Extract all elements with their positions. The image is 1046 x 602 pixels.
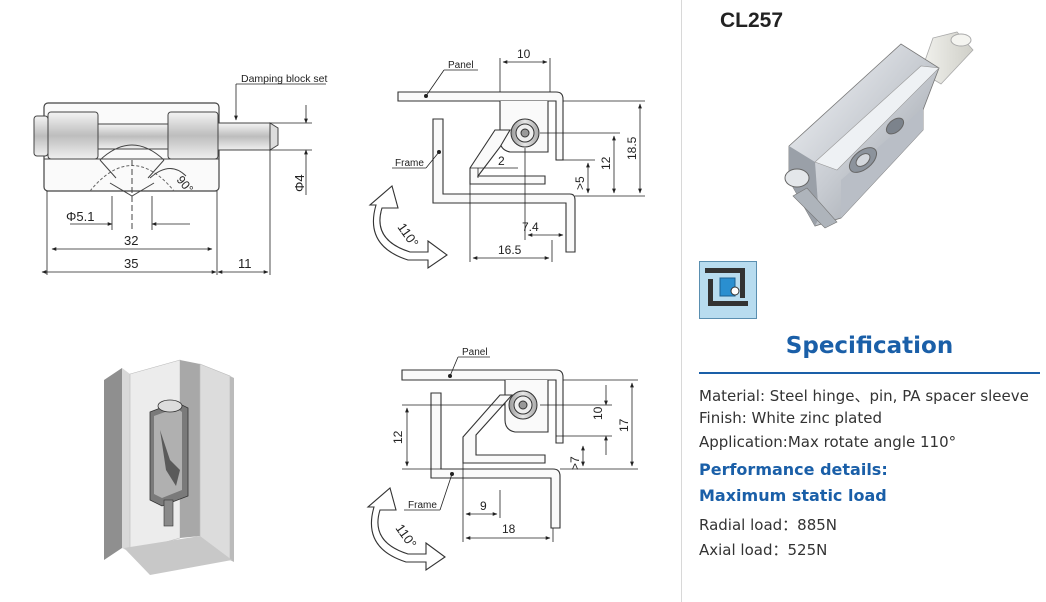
dim-phi51: Φ5.1 bbox=[66, 209, 94, 224]
top-dim-2: 2 bbox=[498, 154, 505, 168]
bottom-dim-12: 12 bbox=[391, 430, 405, 444]
top-frame-label: Frame bbox=[395, 158, 424, 169]
top-dim-5: >5 bbox=[573, 176, 587, 190]
top-angle-label: 110° bbox=[395, 220, 422, 250]
dim-35: 35 bbox=[124, 256, 138, 271]
dim-11: 11 bbox=[238, 256, 252, 271]
product-code: CL257 bbox=[720, 9, 784, 32]
spec-material: Material: Steel hinge、pin, PA spacer sle… bbox=[699, 387, 1029, 405]
bottom-dim-9: 9 bbox=[480, 499, 487, 513]
top-dim-10: 10 bbox=[517, 47, 531, 61]
section-view-top bbox=[397, 91, 576, 253]
section-view-bottom bbox=[401, 369, 564, 529]
product-photo bbox=[784, 31, 974, 229]
spec-axial-load: Axial load：525N bbox=[699, 541, 828, 559]
bottom-dim-10: 10 bbox=[591, 406, 605, 420]
performance-heading: Performance details: bbox=[699, 460, 888, 479]
specification-rule bbox=[699, 372, 1040, 374]
rotation-arrow-bottom bbox=[366, 487, 446, 572]
bottom-panel-label: Panel bbox=[462, 347, 488, 358]
damping-label: Damping block set bbox=[241, 73, 327, 85]
bottom-dim-17: 17 bbox=[617, 418, 631, 432]
top-dim-165: 16.5 bbox=[498, 243, 522, 257]
specification-title: Specification bbox=[785, 333, 954, 359]
hinge-side-view bbox=[33, 102, 279, 230]
rotation-arrow-top bbox=[368, 185, 448, 270]
bottom-frame-label: Frame bbox=[408, 500, 437, 511]
top-dim-185: 18.5 bbox=[625, 136, 639, 160]
static-load-heading: Maximum static load bbox=[699, 486, 887, 505]
top-dim-74: 7.4 bbox=[522, 220, 539, 234]
bottom-dim-18: 18 bbox=[502, 522, 516, 536]
spec-finish: Finish: White zinc plated bbox=[699, 409, 882, 427]
top-dim-12: 12 bbox=[599, 156, 613, 170]
column-divider bbox=[681, 0, 682, 602]
spec-radial-load: Radial load：885N bbox=[699, 516, 838, 534]
installed-hinge-illustration bbox=[104, 359, 234, 575]
technical-drawings: Damping block set 90° Φ4 Φ5.1 32 35 11 P… bbox=[33, 47, 645, 575]
top-panel-label: Panel bbox=[448, 60, 474, 71]
dim-phi4: Φ4 bbox=[292, 174, 307, 192]
bottom-dim-7: >7 bbox=[568, 456, 582, 470]
bottom-angle-label: 110° bbox=[393, 521, 420, 551]
dim-32: 32 bbox=[124, 233, 138, 248]
spec-application: Application:Max rotate angle 110° bbox=[699, 433, 957, 451]
hinge-type-icon bbox=[699, 261, 757, 319]
